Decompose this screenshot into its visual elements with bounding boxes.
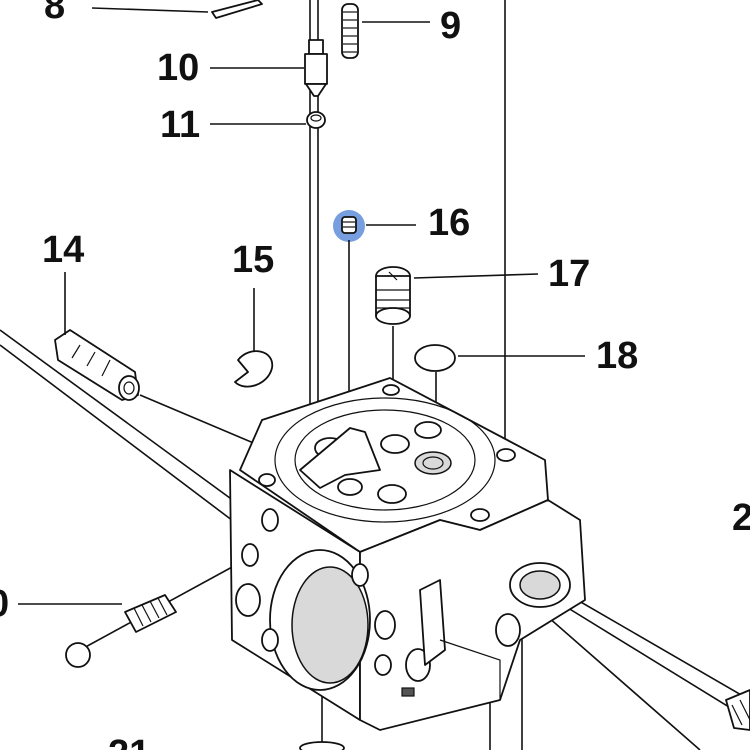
callout-2x: 2 — [732, 497, 750, 539]
part-16-screw — [333, 210, 365, 242]
callout-21: 21 — [108, 733, 150, 750]
part-18-disc — [414, 344, 456, 372]
callout-9: 9 — [440, 5, 461, 47]
part-bottom-fitting — [299, 741, 345, 750]
callout-14: 14 — [42, 229, 84, 271]
callout-18: 18 — [596, 335, 638, 377]
callout-8: 8 — [44, 0, 65, 27]
part-spring-left — [65, 594, 177, 668]
part-15-clip — [234, 350, 273, 388]
part-17-valve — [375, 266, 411, 325]
callout-16: 16 — [428, 202, 470, 244]
part-screw-right — [725, 689, 750, 731]
part-8-rod — [211, 0, 263, 19]
part-10-fitting — [304, 39, 328, 97]
part-9-spring — [341, 3, 359, 59]
part-11-ring — [306, 111, 326, 129]
callout-10: 10 — [157, 47, 199, 89]
part-14-nozzle — [54, 329, 140, 401]
callout-15: 15 — [232, 239, 274, 281]
callout-0x: 0 — [0, 583, 9, 625]
carburetor-body — [229, 377, 586, 731]
callout-11: 11 — [160, 104, 200, 146]
callout-17: 17 — [548, 253, 590, 295]
